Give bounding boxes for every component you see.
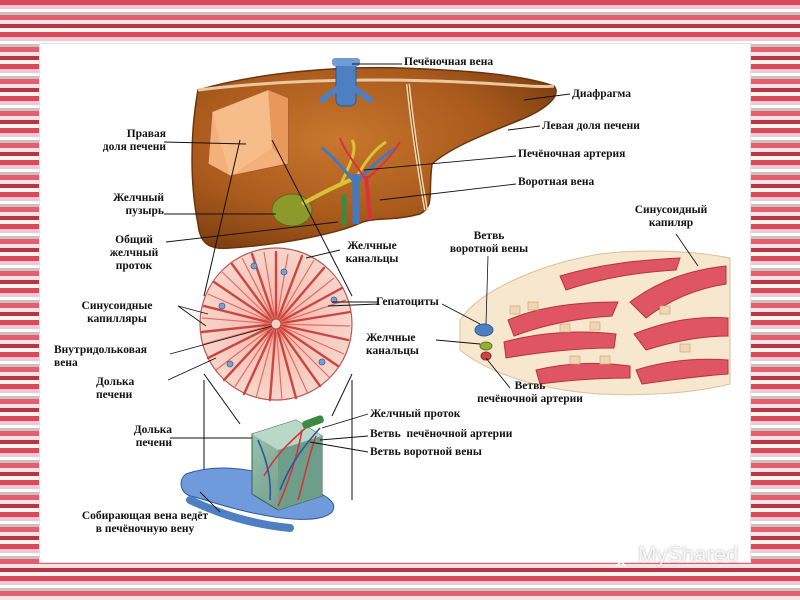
label-right-lobe-line-1: Правая xyxy=(126,128,166,140)
myshared-logo-icon xyxy=(609,544,633,567)
label-liver-lobule-2: Долька печени xyxy=(110,424,172,450)
label-bile-canaliculi-right-line-1: Желчные xyxy=(366,332,416,344)
myshared-text: MyShared xyxy=(638,542,739,567)
hepatic-vein xyxy=(319,58,373,107)
label-collecting-vein-line-1: Собирающая вена ведёт xyxy=(81,510,209,522)
label-common-bile-duct-line-3: проток xyxy=(115,260,153,272)
label-portal-vein-branch-line-1: Ветвь xyxy=(473,230,505,242)
label-left-lobe: Левая доля печени xyxy=(542,120,640,132)
label-liver-lobule-2-line-1: Долька xyxy=(133,424,172,436)
liver-lobule-section xyxy=(199,247,353,402)
label-collecting-vein: Собирающая вена ведёт в печёночную вену xyxy=(60,510,230,536)
zoom-lines xyxy=(203,139,353,500)
label-portal-vein-branch-line-2: воротной вены xyxy=(449,243,529,255)
label-hepatic-artery-branch-line-1: Ветвь xyxy=(514,380,546,392)
label-gallbladder-line-2: пузырь xyxy=(125,205,164,217)
label-liver-lobule-2-line-2: печени xyxy=(135,437,172,449)
gallbladder xyxy=(271,193,313,227)
label-liver-lobule-1-line-2: печени xyxy=(96,389,133,401)
label-hepatic-artery-branch-line-2: печёночной артерии xyxy=(477,393,583,405)
label-common-bile-duct: Общий желчный проток xyxy=(102,234,166,273)
label-hepatic-artery-branch: Ветвь печёночной артерии xyxy=(468,380,592,406)
slide: Печёночная вена Диафрагма Левая доля печ… xyxy=(40,44,750,562)
lobule-3d-block xyxy=(180,415,335,532)
label-right-lobe-line-2: доля печени xyxy=(102,141,166,153)
liver-anatomy-diagram xyxy=(163,58,731,532)
label-portal-vein-branch-2: Ветвь воротной вены xyxy=(370,446,482,458)
label-portal-vein-branch: Ветвь воротной вены xyxy=(434,230,544,256)
label-liver-lobule-1-line-1: Долька xyxy=(96,376,135,388)
label-sinusoidal-capillary: Синусоидный капиляр xyxy=(616,204,726,230)
label-hepatic-artery: Печёночная артерия xyxy=(518,148,626,160)
label-hepatocytes: Гепатоциты xyxy=(376,296,439,308)
myshared-watermark[interactable]: MyShared xyxy=(608,540,738,570)
label-sinusoidal-capillaries-line-2: капилляры xyxy=(87,313,147,325)
label-liver-lobule-1: Долька печени xyxy=(96,376,134,402)
leader-lines xyxy=(163,63,699,513)
label-bile-canaliculi-right-line-2: канальцы xyxy=(366,345,419,357)
label-bile-canaliculi-top: Желчные канальцы xyxy=(334,240,410,266)
label-bile-canaliculi-top-line-1: Желчные xyxy=(347,240,397,252)
label-bile-canaliculi-right: Желчные канальцы xyxy=(366,332,419,358)
label-common-bile-duct-line-1: Общий xyxy=(115,234,153,246)
label-intralobular-vein-line-2: вена xyxy=(54,357,78,369)
label-portal-vein: Воротная вена xyxy=(518,176,595,188)
hilum-vessels xyxy=(301,137,401,226)
label-intralobular-vein: Внутридольковая вена xyxy=(54,344,147,370)
label-intralobular-vein-line-1: Внутридольковая xyxy=(54,344,147,356)
sinusoid-detail xyxy=(459,250,731,396)
label-gallbladder-line-1: Желчный xyxy=(112,192,164,204)
label-sinusoidal-capillaries-line-1: Синусоидные xyxy=(81,300,153,312)
label-gallbladder: Желчный пузырь xyxy=(86,192,164,218)
label-collecting-vein-line-2: в печёночную вену xyxy=(95,523,195,535)
label-bile-canaliculi-top-line-2: канальцы xyxy=(345,253,399,265)
label-sinusoidal-capillaries: Синусоидные капилляры xyxy=(62,300,172,326)
label-sinusoidal-capillary-line-1: Синусоидный xyxy=(634,204,708,216)
label-sinusoidal-capillary-line-2: капиляр xyxy=(648,217,694,229)
label-hepatic-vein: Печёночная вена xyxy=(404,56,494,68)
label-bile-duct: Желчный проток xyxy=(370,408,461,420)
liver-cut-section xyxy=(207,89,289,177)
label-diaphragm: Диафрагма xyxy=(572,88,631,100)
label-common-bile-duct-line-2: желчный xyxy=(109,247,159,259)
label-hepatic-artery-branch-2: Ветвь печёночной артерии xyxy=(370,428,513,440)
label-right-lobe: Правая доля печени xyxy=(84,128,166,154)
